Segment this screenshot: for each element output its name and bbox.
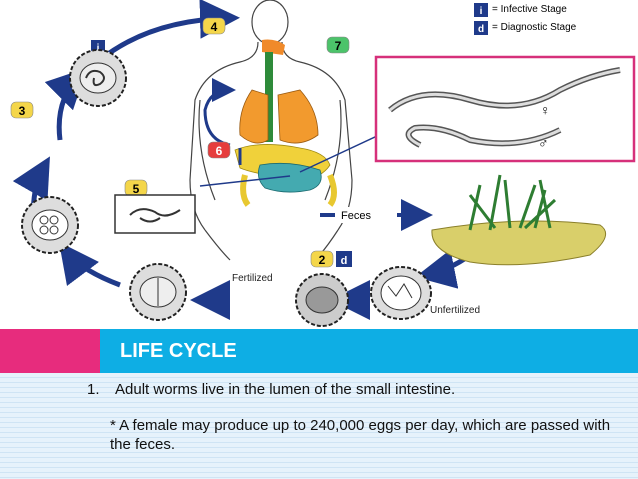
legend-infective-label: = Infective Stage [492, 4, 567, 15]
stage-4-box: 4 [202, 17, 226, 35]
slide-title: LIFE CYCLE [120, 340, 237, 362]
unfertilized-label: Unfertilized [430, 305, 480, 316]
larva-inset [114, 194, 196, 234]
stage-6-box: 6 [207, 141, 231, 159]
egg-unfertilized [370, 266, 432, 320]
stage-7-box: 7 [326, 36, 350, 54]
stage-4-label: 4 [211, 20, 218, 34]
svg-text:d: d [341, 255, 348, 267]
svg-text:i: i [480, 6, 483, 17]
egg-multicell [21, 196, 79, 254]
svg-text:i: i [97, 43, 100, 54]
fertilized-label: Fertilized [232, 273, 273, 284]
svg-text:d: d [478, 24, 484, 35]
stage-2-box: 2 [310, 250, 334, 268]
legend-diagnostic-icon: d [474, 21, 488, 35]
stage-7-label: 7 [335, 39, 342, 53]
migration-arrows [203, 78, 242, 165]
feces-label: Feces [341, 210, 371, 222]
note-item-1-text: Adult worms live in the lumen of the sma… [115, 381, 456, 398]
egg-fertilized [295, 273, 349, 327]
egg-infective-larva [69, 49, 127, 107]
stage-3-label: 3 [19, 104, 26, 118]
diagnostic-badge-stage2: d [336, 251, 352, 267]
grass-soil [431, 174, 607, 266]
stage-3-box: 3 [10, 101, 34, 119]
feces-label-group: Feces [335, 207, 397, 223]
title-bar: LIFE CYCLE [0, 329, 638, 373]
note-item-1-number: 1. [87, 381, 100, 398]
stage-5-label: 5 [133, 182, 140, 196]
egg-two-cell [129, 263, 187, 321]
legend-diagnostic-label: = Diagnostic Stage [492, 22, 577, 33]
stage-2-label: 2 [319, 253, 326, 267]
stage-6-label: 6 [216, 144, 223, 158]
notes-panel: 1. Adult worms live in the lumen of the … [0, 373, 638, 479]
legend-infective-icon: i [474, 3, 488, 17]
adult-worms-inset: ♀ ♂ [374, 55, 636, 163]
stage-5-box: 5 [124, 179, 148, 197]
life-cycle-diagram: 1 2 3 4 5 6 7 i d d i d [10, 0, 636, 327]
male-symbol: ♂ [538, 135, 549, 151]
title-box [100, 329, 638, 373]
female-symbol: ♀ [540, 102, 551, 118]
title-accent [0, 329, 100, 373]
note-item-2: * A female may produce up to 240,000 egg… [110, 417, 611, 453]
